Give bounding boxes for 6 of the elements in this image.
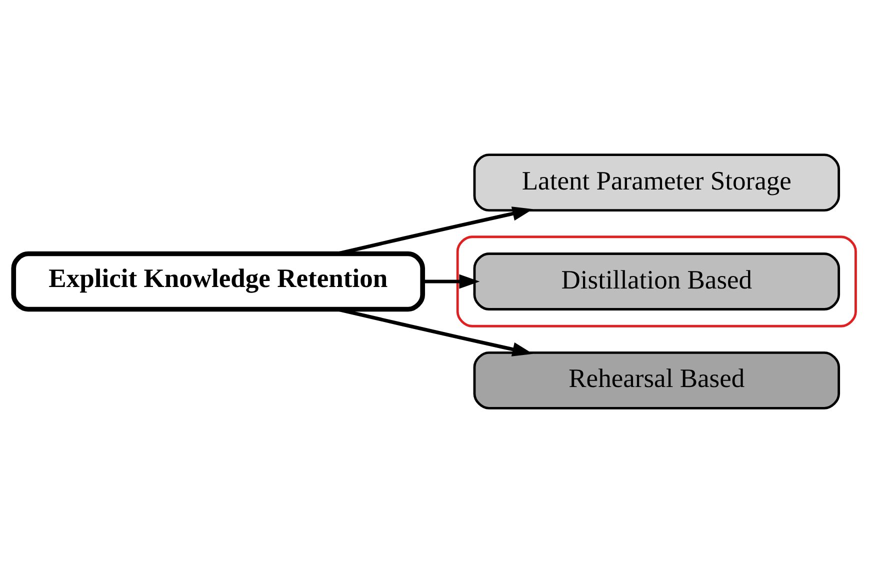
node-box: Distillation Based <box>473 252 840 310</box>
node-box: Latent Parameter Storage <box>473 153 840 212</box>
node-box: Explicit Knowledge Retention <box>11 250 426 312</box>
node-box: Rehearsal Based <box>473 350 840 409</box>
cluster <box>456 235 857 327</box>
arrow <box>422 274 480 288</box>
